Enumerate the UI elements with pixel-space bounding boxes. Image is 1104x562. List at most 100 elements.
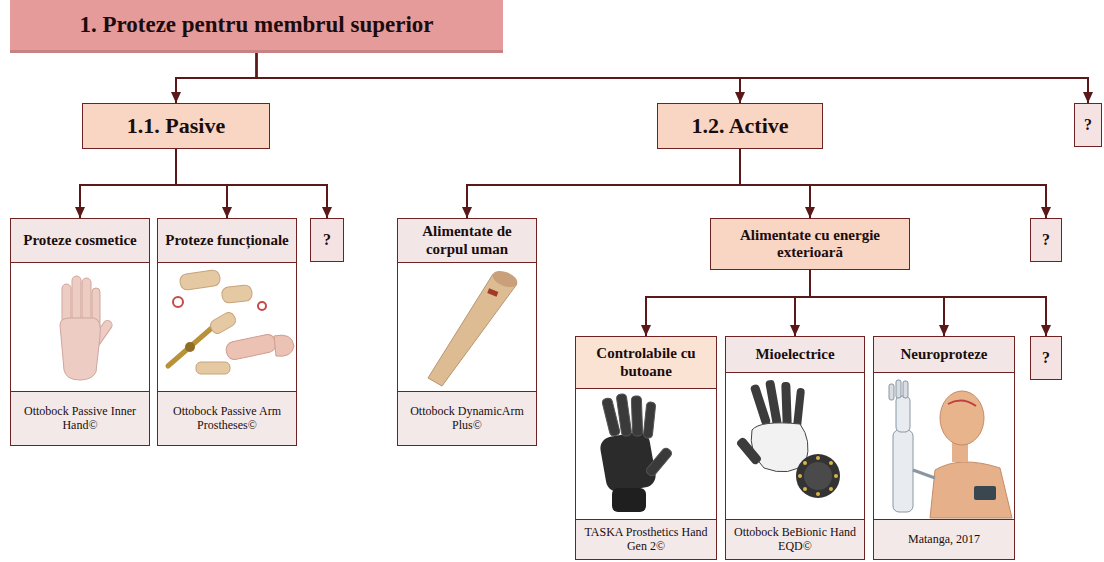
button-controlled-hand-picture [643,402,656,439]
functional-arm-parts-picture [208,310,238,335]
myoelectric-hand-picture [803,487,807,491]
card-heading-band: Controlabile cu butoane [576,337,716,389]
category-label: 1.1. Pasive [127,113,225,138]
card-caption-band: Ottobock Passive Arm Prostheses© [158,391,296,445]
open-category-box: ? [310,218,344,262]
category-card: Controlabile cu butoaneTASKA Prosthetics… [575,336,717,560]
myoelectric-hand-picture [834,474,838,478]
hierarchy-arrow [740,149,810,218]
functional-arm-parts-picture [168,326,214,366]
card-caption-band: Ottobock BeBionic Hand EQD© [726,519,864,559]
image-credit: Ottobock Passive Inner Hand© [15,405,145,433]
card-heading-band: Proteze cosmetice [11,219,149,263]
myoelectric-hand-picture [765,379,782,426]
hierarchy-arrow [795,270,810,336]
neuroprosthesis-picture [893,430,913,512]
hierarchy-arrow [646,270,810,336]
category-label: ? [1042,231,1050,249]
functional-arm-parts-picture [196,362,230,374]
body-powered-forearm-picture [428,274,517,386]
card-heading: Alimentate de corpul uman [402,223,532,258]
hierarchy-arrow [810,270,1046,336]
neuroprosthesis-picture [889,380,1012,518]
category-card: Proteze cosmeticeOttobock Passive Inner … [10,218,150,446]
title-banner: 1. Proteze pentru membrul superior [10,0,503,50]
category-card: Proteze funcționaleOttobock Passive Arm … [157,218,297,446]
button-controlled-hand-picture [631,396,642,436]
hierarchy-arrow [176,149,227,218]
button-controlled-hand-picture [599,430,658,494]
hierarchy-arrow [810,270,944,336]
neuroprosthesis-picture [903,381,908,398]
functional-arm-parts-picture [274,335,294,356]
category-box: 1.2. Active [657,103,823,149]
myoelectric-hand-picture [798,474,802,478]
image-credit: Matanga, 2017 [908,533,980,547]
button-controlled-hand-picture [645,447,673,478]
myoelectric-hand-picture [804,462,832,490]
open-category-box: ? [1074,103,1102,147]
neuroprosthesis-picture [896,380,901,398]
category-card: Alimentate de corpul umanOttobock Dynami… [397,218,537,446]
neuroprosthesis-picture [974,486,996,500]
hierarchy-arrow [257,50,741,103]
category-card: MioelectriceOttobock BeBionic Hand EQD© [725,336,865,560]
myoelectric-hand-picture [796,454,840,498]
myoelectric-hand-picture [816,492,820,496]
card-heading: Proteze funcționale [165,232,288,249]
functional-arm-parts-picture [185,342,195,352]
body-powered-forearm-picture [487,288,498,296]
body-powered-forearm-picture [428,268,520,386]
functional-arm-parts-picture [258,302,266,310]
cosmetic-hand-picture [60,318,100,380]
myoelectric-hand-picture [829,487,833,491]
image-credit: Ottobock DynamicArm Plus© [402,405,532,433]
category-label: 1.2. Active [691,113,788,138]
open-category-box: ? [1030,336,1062,380]
card-heading: Proteze cosmetice [23,232,136,249]
category-box: Alimentate cu energie exterioară [710,218,910,270]
card-caption-band: Ottobock DynamicArm Plus© [398,391,536,445]
card-caption-band: TASKA Prosthetics Hand Gen 2© [576,519,716,559]
myoelectric-hand-picture [736,436,763,465]
open-category-box: ? [1030,218,1062,262]
title-text: 1. Proteze pentru membrul superior [79,12,433,38]
neuroprosthesis-picture [930,462,1012,518]
functional-arm-parts-picture [168,269,294,374]
card-caption-band: Matanga, 2017 [874,519,1014,559]
functional-arm-parts-picture [221,284,253,303]
image-credit: Ottobock Passive Arm Prostheses© [162,405,292,433]
hierarchy-arrow [80,149,176,218]
cosmetic-hand-picture [60,276,114,380]
neuroprosthesis-picture [948,400,976,406]
functional-arm-parts-picture [179,269,221,290]
neuroprosthesis-picture [896,396,910,432]
hierarchy-arrow [740,149,1046,218]
myoelectric-hand-picture [803,461,807,465]
card-heading-band: Mioelectrice [726,337,864,373]
category-card: NeuroprotezeMatanga, 2017 [873,336,1015,560]
functional-arm-parts-picture [173,297,183,307]
myoelectric-hand-picture [781,382,792,426]
myoelectric-hand-picture [829,461,833,465]
card-heading: Neuroproteze [901,346,988,363]
hierarchy-arrow [257,50,1089,103]
card-heading-band: Alimentate de corpul uman [398,219,536,263]
myoelectric-hand-picture [793,388,805,429]
image-credit: TASKA Prosthetics Hand Gen 2© [580,526,712,554]
myoelectric-hand-picture [736,379,840,498]
myoelectric-hand-picture [816,456,820,460]
hierarchy-arrow [176,50,257,103]
card-heading: Mioelectrice [755,346,834,363]
hierarchy-arrow [176,149,327,218]
button-controlled-hand-picture [616,394,632,437]
card-heading: Controlabile cu butoane [580,345,712,380]
category-label: Alimentate cu energie exterioară [717,227,903,262]
button-controlled-hand-picture [612,488,646,512]
functional-arm-parts-picture [225,333,278,361]
card-caption-band: Ottobock Passive Inner Hand© [11,391,149,445]
